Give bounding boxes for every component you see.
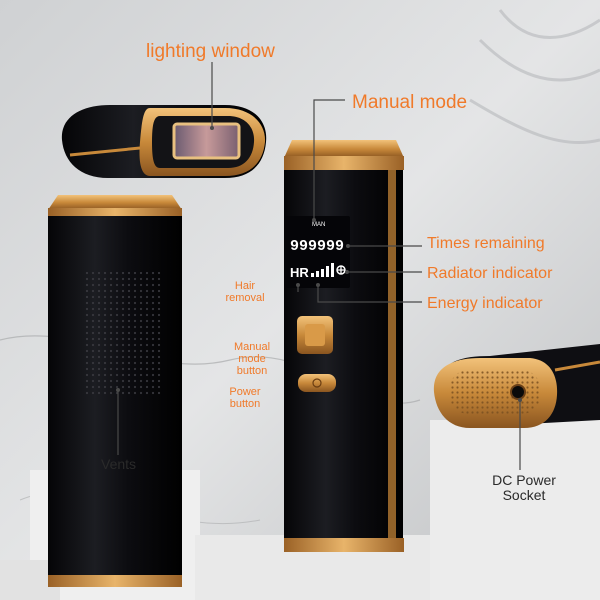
label-energy-indicator: Energy indicator [427,295,543,312]
label-hair-removal: Hair removal [225,280,265,304]
label-manual-mode: Manual mode [352,92,468,113]
device-center-body: MAN 999999 HR [284,140,404,552]
screen-hr-text: HR [290,265,309,280]
label-vents: Vents [101,456,137,472]
screen-mode-text: MAN [312,222,325,228]
label-manual-mode-button: Manual mode button [233,341,271,377]
label-dc-power-socket: DC Power Socket [492,472,556,503]
screen-count-text: 999999 [290,238,344,255]
device-left-body [48,195,182,587]
radiator-fan-icon [336,265,346,275]
device-head-lighting-window [61,105,267,178]
label-times-remaining: Times remaining [427,235,545,252]
label-radiator-indicator: Radiator indicator [427,265,553,282]
label-power-button: Power button [229,386,261,410]
energy-bars [311,263,334,277]
device-right-body [433,344,600,428]
callout-lines [117,62,521,470]
power-button-shape [298,374,336,392]
label-lighting-window: lighting window [146,41,275,62]
